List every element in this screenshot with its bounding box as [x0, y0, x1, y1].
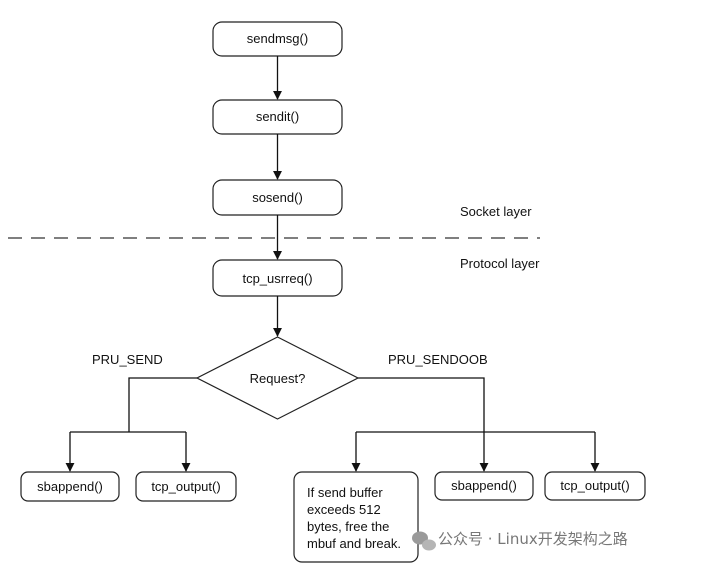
pru-sendoob-label: PRU_SENDOOB: [388, 352, 488, 367]
tcp-output-right-node: tcp_output(): [544, 471, 646, 501]
sbappend-right-label: sbappend(): [451, 478, 517, 493]
sbappend-right-node: sbappend(): [434, 471, 534, 501]
note-text: If send buffer exceeds 512 bytes, free t…: [307, 485, 401, 551]
edge-request-left: [128, 377, 197, 432]
tcp-output-left-node: tcp_output(): [135, 471, 237, 502]
sosend-node: sosend(): [212, 179, 343, 216]
request-decision: Request?: [195, 336, 360, 420]
wechat-icon: [412, 531, 436, 551]
protocol-layer-label: Protocol layer: [460, 256, 540, 271]
sbappend-left-node: sbappend(): [20, 471, 120, 502]
sosend-label: sosend(): [252, 190, 303, 205]
sendmsg-node: sendmsg(): [212, 21, 343, 57]
sbappend-left-label: sbappend(): [37, 479, 103, 494]
sendit-label: sendit(): [256, 109, 299, 124]
sendmsg-label: sendmsg(): [247, 31, 308, 46]
watermark-text: 公众号 · Linux开发架构之路: [438, 530, 628, 548]
pru-send-label: PRU_SEND: [92, 352, 163, 367]
edge-request-right: [358, 377, 489, 472]
tcp-usrreq-node: tcp_usrreq(): [212, 259, 343, 297]
request-label: Request?: [250, 371, 306, 386]
tcp-output-right-label: tcp_output(): [560, 478, 629, 493]
watermark: 公众号 · Linux开发架构之路: [412, 530, 628, 551]
note-node: If send buffer exceeds 512 bytes, free t…: [293, 471, 419, 563]
tcp-output-left-label: tcp_output(): [151, 479, 220, 494]
socket-layer-label: Socket layer: [460, 204, 532, 219]
sendit-node: sendit(): [212, 99, 343, 135]
tcp-usrreq-label: tcp_usrreq(): [242, 271, 312, 286]
